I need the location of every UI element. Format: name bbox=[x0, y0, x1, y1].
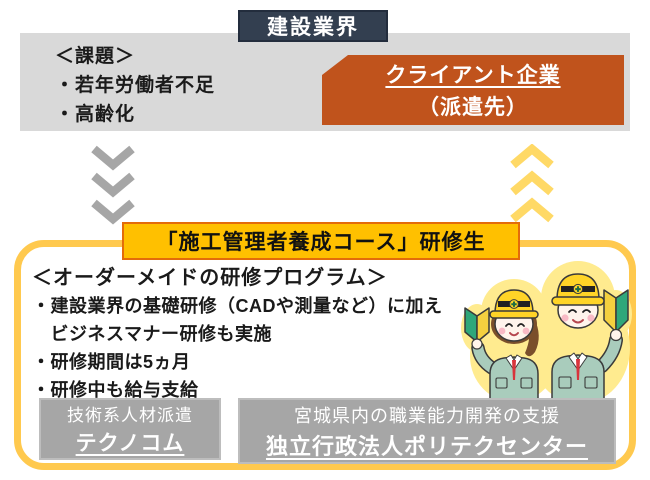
issues-heading: ＜課題＞ bbox=[55, 46, 136, 67]
program-item: ・建設業界の基礎研修（CADや測量など）に加え bbox=[32, 296, 443, 316]
worker-man bbox=[551, 273, 629, 404]
issue-item: ・若年労働者不足 bbox=[55, 75, 216, 96]
issues-block: ＜課題＞ ・若年労働者不足 ・高齢化 bbox=[55, 42, 215, 129]
org-polytechcenter-role: 宮城県内の職業能力開発の支援 bbox=[294, 405, 560, 426]
industry-title-label: 建設業界 bbox=[267, 16, 359, 39]
org-technocom-role: 技術系人材派遣 bbox=[67, 406, 193, 425]
org-technocom-box: 技術系人材派遣 テクノコム bbox=[39, 398, 221, 460]
program-block: ＜オーダーメイドの研修プログラム＞ ・建設業界の基礎研修（CADや測量など）に加… bbox=[32, 264, 443, 404]
program-item: ・研修中も給与支給 bbox=[32, 380, 199, 400]
program-item: ビジネスマナー研修も実施 bbox=[32, 324, 272, 344]
worker-woman bbox=[464, 289, 539, 404]
construction-workers-illustration bbox=[461, 261, 632, 404]
trainee-course-label: 「施工管理者養成コース」研修生 bbox=[156, 231, 486, 254]
client-companies-sublabel: （派遣先） bbox=[418, 96, 528, 119]
trainee-course-header: 「施工管理者養成コース」研修生 bbox=[122, 222, 520, 260]
org-polytechcenter-box: 宮城県内の職業能力開発の支援 独立行政法人ポリテクセンター bbox=[238, 398, 616, 464]
client-companies-label: クライアント企業 bbox=[385, 64, 561, 87]
program-heading: ＜オーダーメイドの研修プログラム＞ bbox=[32, 267, 388, 289]
client-companies-box: クライアント企業 （派遣先） bbox=[322, 55, 624, 125]
triple-chevron-up-icon bbox=[510, 144, 554, 223]
org-technocom-name: テクノコム bbox=[75, 432, 185, 455]
industry-title: 建設業界 bbox=[238, 10, 388, 42]
org-polytechcenter-name: 独立行政法人ポリテクセンター bbox=[265, 433, 588, 459]
issue-item: ・高齢化 bbox=[55, 104, 136, 125]
program-item: ・研修期間は5ヵ月 bbox=[32, 352, 191, 372]
triple-chevron-down-icon bbox=[91, 145, 135, 225]
